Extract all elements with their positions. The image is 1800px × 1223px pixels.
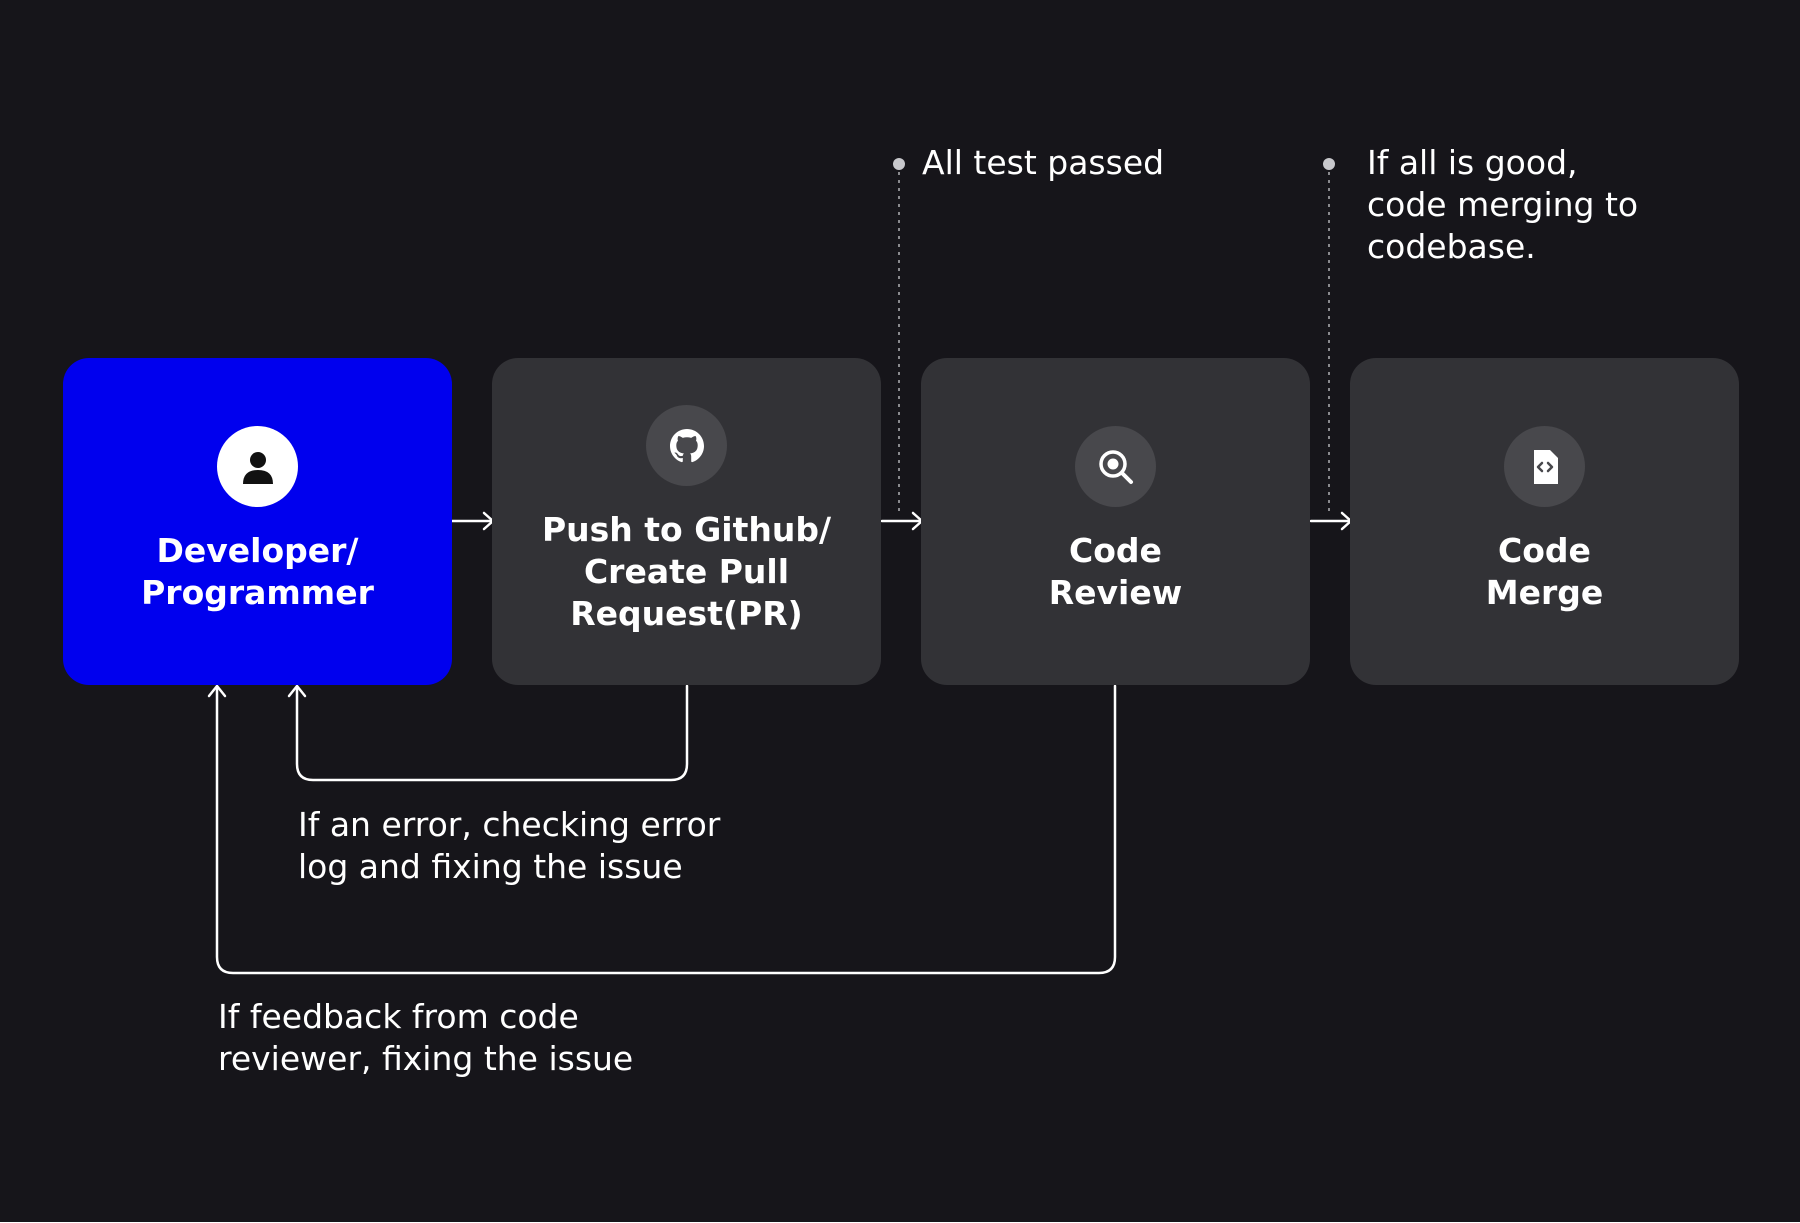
node-developer-label: Developer/ Programmer: [141, 531, 374, 612]
arrow-developer-to-push: [450, 511, 495, 531]
user-icon: [217, 426, 298, 507]
loop-error-to-developer: [287, 684, 689, 782]
node-merge-label: Code Merge: [1485, 531, 1604, 612]
leader-merge: [1323, 158, 1335, 516]
node-push: Push to Github/ Create Pull Request(PR): [492, 358, 881, 685]
node-push-label: Push to Github/ Create Pull Request(PR): [541, 510, 832, 633]
node-merge: Code Merge: [1350, 358, 1739, 685]
leader-tests: [893, 158, 905, 516]
code-file-icon: [1504, 426, 1585, 507]
note-tests: All test passed: [922, 143, 1165, 182]
note-feedback: If feedback from code reviewer, fixing t…: [218, 997, 634, 1078]
arrow-review-to-merge: [1309, 511, 1353, 531]
note-merge: If all is good, code merging to codebase…: [1367, 143, 1639, 266]
node-developer: Developer/ Programmer: [63, 358, 452, 685]
github-icon: [646, 405, 727, 486]
node-review: Code Review: [921, 358, 1310, 685]
node-review-label: Code Review: [1048, 531, 1183, 612]
note-error: If an error, checking error log and fixi…: [298, 805, 721, 886]
arrow-push-to-review: [880, 511, 924, 531]
loop-feedback-to-developer: [207, 684, 1117, 975]
search-icon: [1075, 426, 1156, 507]
